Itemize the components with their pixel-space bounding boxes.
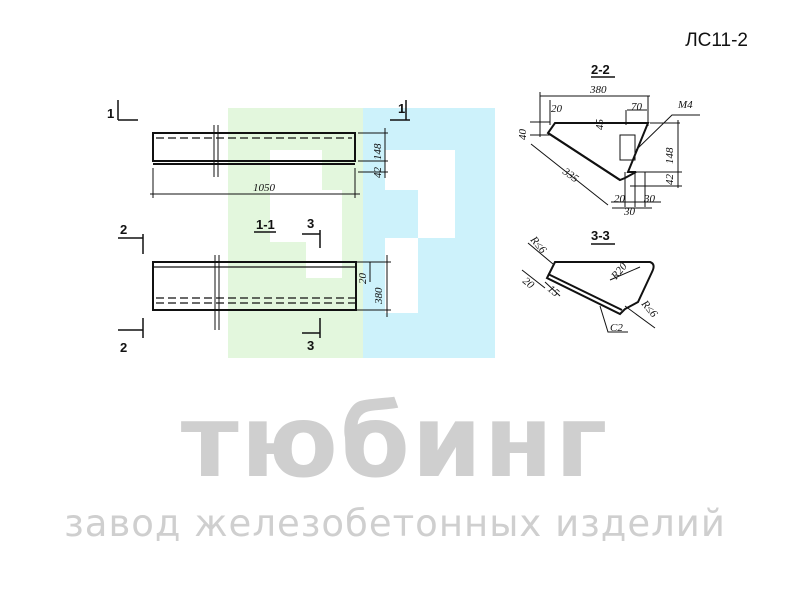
- section-mark-3-top: 3: [307, 216, 314, 231]
- plan-section-mark-right: 1: [398, 101, 405, 116]
- drawing-code: ЛС11-2: [685, 30, 748, 51]
- section-1-1-title: 1-1: [256, 217, 275, 232]
- section-3-3-view: [521, 242, 656, 333]
- section-2-2-title: 2-2: [591, 62, 610, 77]
- watermark-title: тюбинг: [180, 383, 610, 500]
- dim-3-3-r6b: R≤6: [638, 297, 660, 320]
- watermark-logo: [228, 108, 495, 358]
- dim-length: 1050: [253, 182, 276, 194]
- section-1-1-view: [118, 230, 391, 338]
- dim-2-2-335: 335: [559, 165, 581, 185]
- dim-2-2-40: 40: [517, 129, 529, 141]
- plan-section-mark-left: 1: [107, 106, 114, 121]
- section-mark-2-top: 2: [120, 222, 127, 237]
- rebar-c2-label: C2: [610, 322, 623, 334]
- dim-2-2-b30b: 30: [623, 206, 636, 218]
- dim-2-2-70: 70: [631, 101, 643, 113]
- dim-2-2-20: 20: [551, 103, 563, 115]
- plan-view: [117, 100, 410, 198]
- dim-42: 42: [372, 167, 384, 179]
- dim-2-2-42: 42: [664, 174, 676, 186]
- dim-2-2-148: 148: [664, 147, 676, 164]
- section-mark-2-bottom: 2: [120, 340, 127, 355]
- section-2-2-view: [530, 76, 700, 209]
- dim-2-2-b30a: 30: [643, 193, 656, 205]
- dim-3-3-15: 15: [545, 283, 562, 300]
- dim-3-3-20: 20: [520, 275, 537, 292]
- dim-2-2-45: 45: [594, 119, 606, 131]
- section-3-3-title: 3-3: [591, 228, 610, 243]
- dim-2-2-b20: 20: [614, 193, 626, 205]
- dim-380: 380: [373, 287, 385, 305]
- watermark-subtitle: завод железобетонных изделий: [64, 502, 726, 545]
- dim-20: 20: [357, 273, 369, 285]
- dim-3-3-r6a: R≤6: [527, 233, 549, 256]
- dim-148: 148: [372, 143, 384, 160]
- section-mark-3-bottom: 3: [307, 338, 314, 353]
- dim-2-2-380: 380: [589, 84, 607, 96]
- dim-insert-m4: M4: [677, 99, 693, 111]
